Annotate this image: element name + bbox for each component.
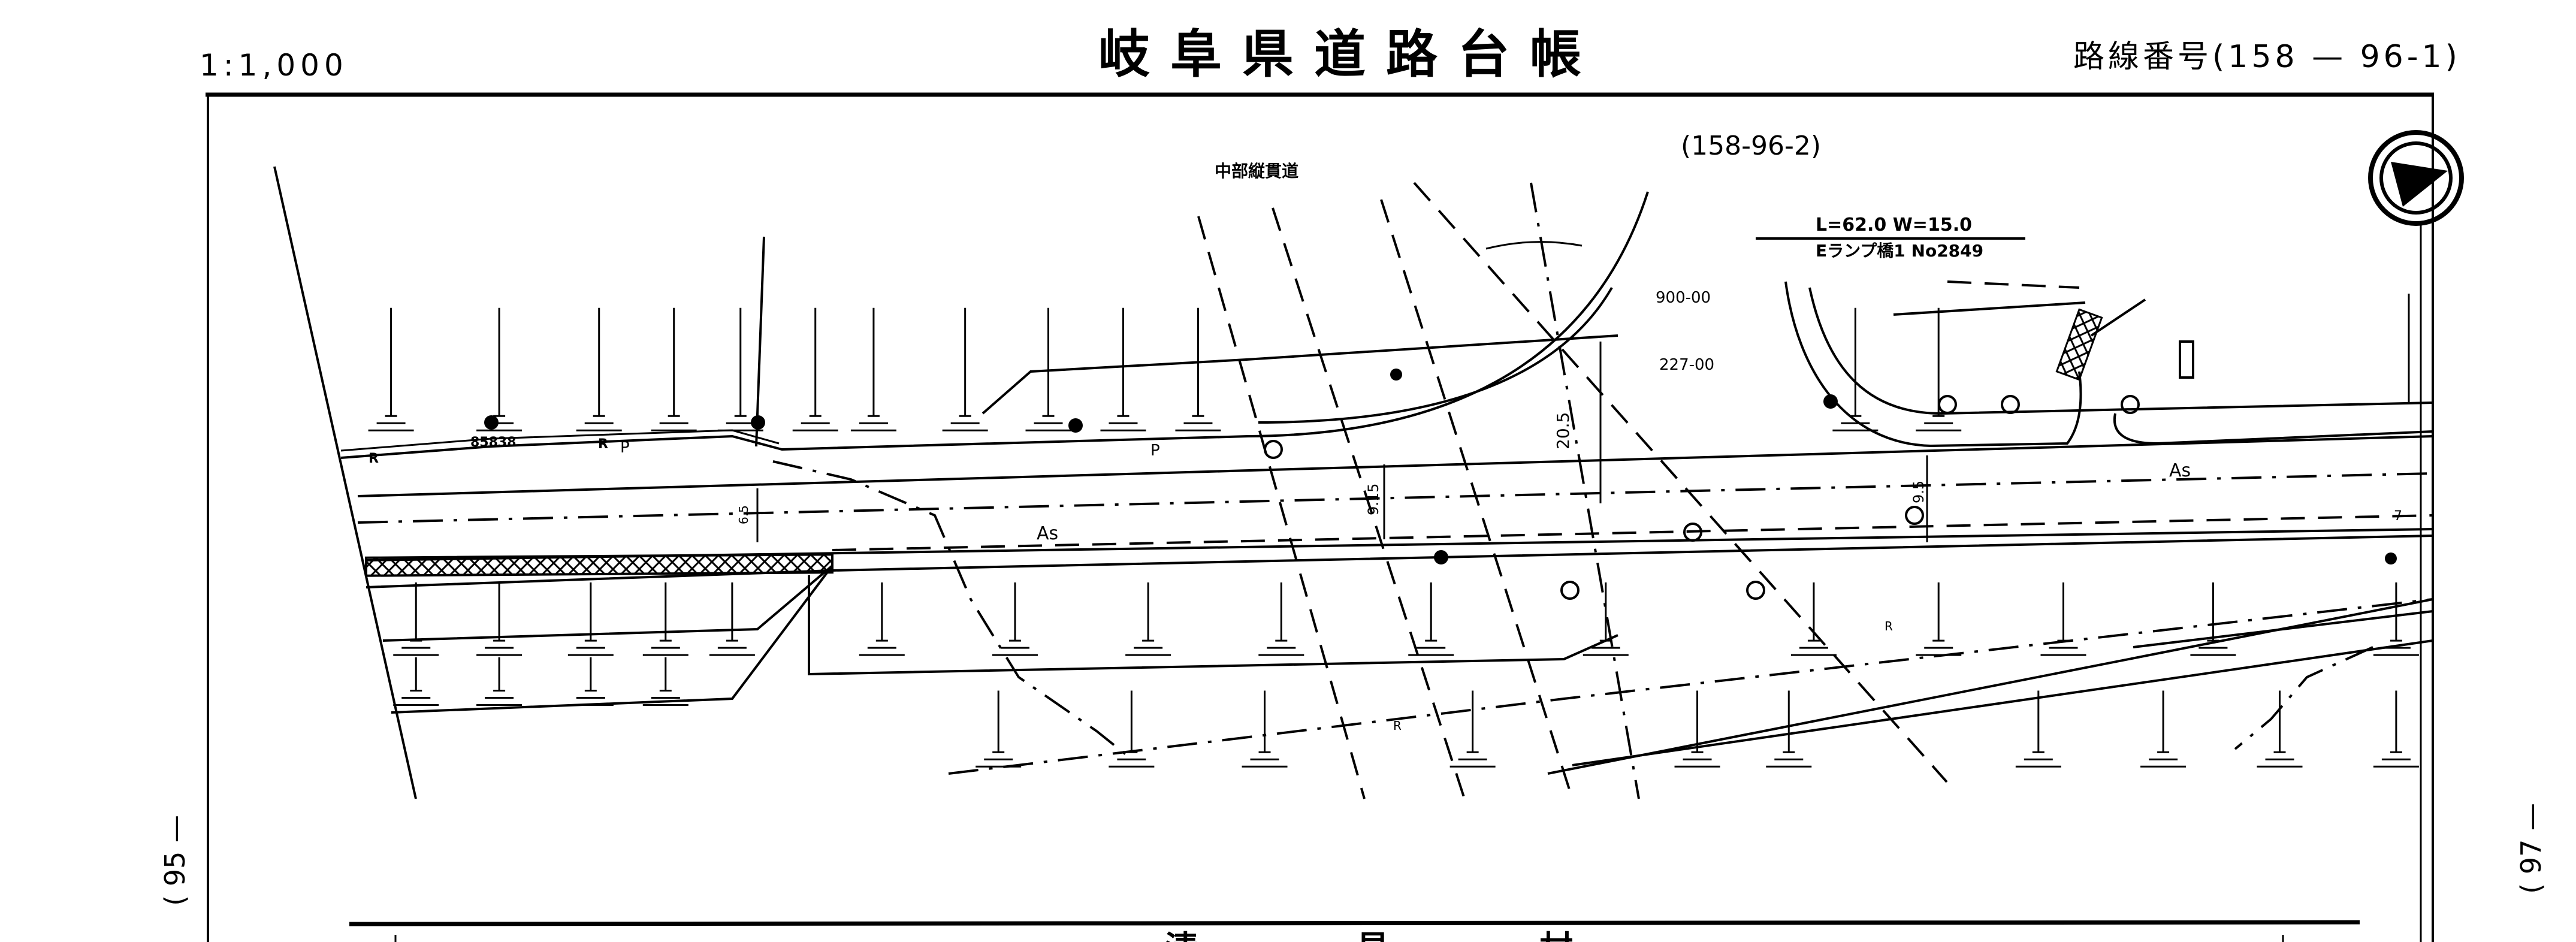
tree-symbol-icon bbox=[1025, 307, 1071, 431]
page-title: 岐阜県道路台帳 bbox=[1098, 25, 1602, 84]
tree-symbol-icon bbox=[1916, 307, 1962, 431]
feature-label: R bbox=[598, 437, 608, 452]
manhole-icon bbox=[2001, 395, 2020, 414]
bridge-dimensions: L=62.0 W=15.0 bbox=[1816, 215, 1972, 236]
tree-symbol-icon bbox=[2140, 690, 2187, 768]
benchmark-label: 85838 bbox=[470, 435, 517, 450]
ramp-left bbox=[982, 191, 1649, 437]
tree-symbol-icon bbox=[1242, 690, 1288, 768]
tree-symbol-icon bbox=[1175, 307, 1221, 431]
hatched-structure bbox=[2055, 308, 2103, 381]
sheet-boundary-line bbox=[273, 166, 417, 799]
tree-symbol-icon bbox=[368, 307, 414, 431]
manhole-icon bbox=[1560, 581, 1580, 600]
tree-symbol-icon bbox=[1100, 307, 1146, 431]
tree-symbol-icon bbox=[1790, 582, 1837, 656]
feature-label: 7 bbox=[2394, 509, 2402, 524]
tree-symbol-icon bbox=[1832, 307, 1879, 431]
tree-symbol-icon bbox=[1125, 582, 1171, 656]
expressway-lines bbox=[755, 182, 1948, 799]
dimension-label: 9.5 bbox=[1910, 481, 1927, 503]
tree-symbol-icon bbox=[976, 690, 1022, 768]
station-label: 227-00 bbox=[1659, 356, 1714, 374]
tree-symbol-icon bbox=[393, 657, 439, 706]
tree-symbol-icon bbox=[651, 307, 697, 431]
dimension-label: 20.5 bbox=[1553, 412, 1573, 449]
feature-label: R bbox=[369, 451, 379, 466]
tree-symbol-icon bbox=[850, 307, 896, 431]
tree-symbol-icon bbox=[2373, 582, 2419, 656]
tree-symbol-icon bbox=[567, 657, 614, 706]
surface-label: As bbox=[2169, 460, 2191, 481]
manhole-icon bbox=[1264, 440, 1283, 459]
tree-symbol-icon bbox=[709, 582, 755, 656]
feature-label: P bbox=[1150, 442, 1160, 460]
tree-symbol-icon bbox=[476, 582, 523, 656]
manhole-icon bbox=[1746, 581, 1765, 600]
manhole-icon bbox=[1683, 523, 1702, 542]
feature-label: R bbox=[1393, 718, 1402, 733]
tree-symbol-icon bbox=[567, 582, 614, 656]
scale-label: 1:1,000 bbox=[200, 48, 348, 83]
dimension-label: 9.15 bbox=[1365, 484, 1382, 515]
building bbox=[2179, 340, 2194, 379]
left-page-number: ( 95 — bbox=[159, 815, 191, 906]
pole-icon bbox=[1823, 394, 1838, 409]
tree-symbol-icon bbox=[2257, 690, 2303, 768]
utility-pole-icon bbox=[1434, 550, 1448, 564]
dimension-label: 6.5 bbox=[736, 505, 751, 524]
right-page-number: ( 97 — bbox=[2515, 803, 2547, 894]
tree-symbol-icon bbox=[2040, 582, 2086, 656]
tree-symbol-icon bbox=[1583, 582, 1629, 656]
ramp-right bbox=[1756, 237, 2433, 448]
location-char-2: 見 bbox=[1356, 929, 1390, 942]
tree-symbol-icon bbox=[792, 307, 838, 431]
dimension-lines bbox=[756, 342, 1928, 542]
surface-label: As bbox=[1037, 523, 1058, 544]
feature-label: P bbox=[620, 439, 630, 457]
tree-symbol-icon bbox=[1916, 582, 1962, 656]
tree-symbol-icon bbox=[1674, 690, 1720, 768]
main-road bbox=[340, 429, 2433, 775]
adjacent-sheet-label: (158-96-2) bbox=[1681, 131, 1821, 161]
tree-symbol-icon bbox=[1449, 690, 1496, 768]
tree-symbol-icon bbox=[1258, 582, 1304, 656]
tree-symbol-icon bbox=[2015, 690, 2061, 768]
tree-symbols bbox=[368, 307, 2419, 768]
tree-symbol-icon bbox=[2373, 690, 2419, 768]
station-label: 900-00 bbox=[1656, 289, 1711, 307]
pole-icon bbox=[1068, 418, 1083, 433]
expressway-label: 中部縦貫道 bbox=[1215, 161, 1298, 181]
tree-symbol-icon bbox=[942, 307, 988, 431]
tree-symbol-icon bbox=[1766, 690, 1812, 768]
pole-icon bbox=[2385, 552, 2397, 564]
manhole-icon bbox=[1905, 506, 1924, 525]
tree-symbol-icon bbox=[859, 582, 905, 656]
tree-symbol-icon bbox=[992, 582, 1038, 656]
manhole-icon bbox=[1938, 395, 1957, 414]
tree-symbol-icon bbox=[476, 307, 523, 431]
feature-label: R bbox=[1885, 619, 1893, 633]
tree-symbol-icon bbox=[642, 657, 688, 706]
location-char-3: 村 bbox=[1539, 929, 1573, 942]
pole-icon bbox=[484, 415, 499, 430]
tree-symbol-icon bbox=[1109, 690, 1155, 768]
location-char-1: 清 bbox=[1165, 929, 1198, 942]
tree-symbol-icon bbox=[393, 582, 439, 656]
bridge-name: Eランプ橋1 No2849 bbox=[1816, 241, 1983, 261]
manhole-icon bbox=[2121, 395, 2140, 414]
hatched-slope bbox=[365, 553, 833, 577]
tree-symbol-icon bbox=[717, 307, 763, 431]
pole-icon bbox=[751, 415, 765, 430]
tree-symbol-icon bbox=[1408, 582, 1454, 656]
sheet-frame bbox=[206, 92, 2434, 942]
tree-symbol-icon bbox=[2190, 582, 2236, 656]
tree-symbol-icon bbox=[576, 307, 622, 431]
tree-symbol-icon bbox=[476, 657, 523, 706]
point-features bbox=[484, 369, 2397, 600]
route-number: 路線番号(158 — 96-1) bbox=[2073, 39, 2461, 75]
pole-icon bbox=[1390, 369, 1402, 381]
tree-symbol-icon bbox=[642, 582, 688, 656]
north-arrow-icon bbox=[2368, 130, 2464, 942]
